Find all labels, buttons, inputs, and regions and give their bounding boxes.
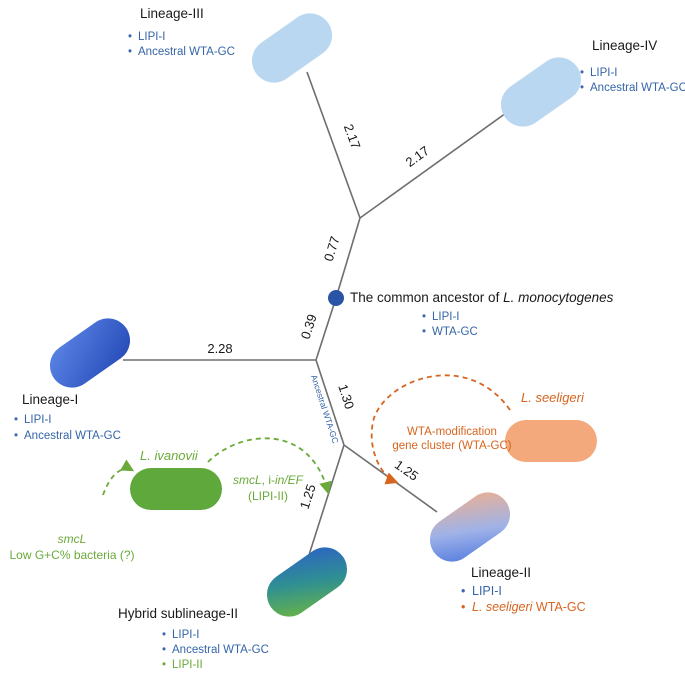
branch-internal-upper: [335, 217, 361, 299]
bullet-icon: •: [14, 430, 18, 442]
transfer-gene-inlef: in/EF: [275, 473, 304, 487]
transfer-gene-sep: , i-: [262, 473, 275, 487]
ancestor-title-prefix: The common ancestor of: [350, 290, 503, 305]
branch-lineage2: [343, 444, 438, 513]
smcl-source-arrow: [102, 459, 135, 496]
ivanovii-cell-icon: [130, 468, 222, 510]
branch-to-lineage2-node: [315, 359, 345, 446]
branch-length-lineage3: 2.17: [341, 122, 364, 151]
lineage2-item-species: L. seeligeri: [472, 600, 534, 614]
transfer-gene-smcl: smcL: [233, 473, 262, 487]
lineage2-item-seeligeri: L. seeligeri WTA-GC: [472, 600, 586, 614]
ancestor-item: WTA-GC: [432, 326, 478, 338]
lineage4-title: Lineage-IV: [592, 38, 657, 53]
lineage2-item-rest: WTA-GC: [532, 600, 585, 614]
seeligeri-transfer-line1: WTA-modification: [407, 426, 497, 438]
bullet-icon: •: [162, 659, 166, 671]
lineage4-cell-icon: [500, 57, 582, 127]
lineage1-item: Ancestral WTA-GC: [24, 430, 121, 442]
ivanovii-transfer-arrow: [207, 437, 332, 495]
lineage3-item: Ancestral WTA-GC: [138, 46, 235, 58]
bullet-icon: •: [580, 82, 584, 94]
bullet-icon: •: [580, 67, 584, 79]
ivanovii-title: L. ivanovii: [140, 448, 199, 463]
lineage1-item: LIPI-I: [24, 414, 51, 426]
bullet-icon: •: [461, 584, 465, 598]
branch-internal-lower: [315, 297, 337, 361]
hybrid-item: Ancestral WTA-GC: [172, 644, 269, 656]
branch-length-lineage4: 2.17: [403, 143, 432, 170]
lineage1-title: Lineage-I: [22, 392, 78, 407]
lineage2-item: LIPI-I: [472, 584, 502, 598]
lineage4-item: Ancestral WTA-GC: [590, 82, 685, 94]
branch-hybrid: [308, 444, 345, 556]
seeligeri-transfer-arrow: [370, 374, 511, 485]
smcl-source-bacteria: Low G+C% bacteria (?): [9, 548, 134, 562]
lineage3-item: LIPI-I: [138, 31, 165, 43]
ivanovii-transfer-lipi2: (LIPI-II): [248, 489, 288, 503]
branch-wta-gc-note: Ancestral WTA-GC: [309, 373, 341, 444]
lineage1-cell-icon: [49, 318, 131, 388]
bullet-icon: •: [162, 644, 166, 656]
smcl-source-gene: smcL: [58, 532, 87, 546]
seeligeri-cell-icon: [505, 420, 597, 462]
bullet-icon: •: [128, 46, 132, 58]
seeligeri-title: L. seeligeri: [521, 390, 585, 405]
ivanovii-transfer-label: smcL, i-in/EF: [233, 473, 304, 487]
ancestor-item: LIPI-I: [432, 311, 459, 323]
bullet-icon: •: [422, 311, 426, 323]
branch-length-to-lineage2-node: 1.30: [335, 382, 357, 411]
bullet-icon: •: [162, 629, 166, 641]
seeligeri-transfer-line2: gene cluster (WTA-GC): [392, 440, 511, 452]
ancestor-title-species: L. monocytogenes: [503, 290, 614, 305]
lineage2-cell-icon: [429, 492, 511, 562]
lineage3-title: Lineage-III: [140, 6, 204, 21]
branch-lineage4: [359, 107, 514, 219]
hybrid-cell-icon: [266, 547, 348, 617]
bullet-icon: •: [128, 31, 132, 43]
bullet-icon: •: [461, 600, 465, 614]
bullet-icon: •: [422, 326, 426, 338]
ancestor-node-icon: [328, 290, 344, 306]
hybrid-title: Hybrid sublineage-II: [118, 606, 238, 621]
ancestor-title: The common ancestor of L. monocytogenes: [350, 290, 614, 305]
lineage2-title: Lineage-II: [471, 565, 531, 580]
bullet-icon: •: [14, 414, 18, 426]
hybrid-item: LIPI-I: [172, 629, 199, 641]
lineage3-cell-icon: [251, 13, 333, 83]
lineage4-item: LIPI-I: [590, 67, 617, 79]
branch-length-internal-upper: 0.77: [321, 234, 343, 263]
branch-length-internal-lower: 0.39: [298, 312, 320, 341]
branch-length-hybrid: 1.25: [297, 482, 319, 511]
branch-length-lineage1: 2.28: [207, 341, 232, 356]
branch-length-lineage2: 1.25: [392, 457, 421, 484]
tree-branches: [123, 71, 514, 556]
branch-lineage3: [306, 71, 361, 219]
hybrid-item: LIPI-II: [172, 659, 203, 671]
